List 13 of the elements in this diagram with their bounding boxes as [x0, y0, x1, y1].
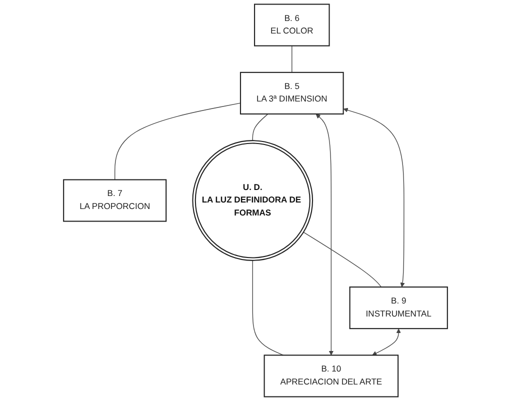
connector	[114, 102, 241, 180]
connector	[252, 114, 268, 141]
node-circle: U. D. LA LUZ DEFINIDORA DE FORMAS	[192, 140, 314, 261]
node-box: B. 5 LA 3ª DIMENSION	[240, 72, 344, 114]
arrow	[316, 114, 334, 356]
connector	[252, 260, 284, 356]
node-box: B. 10 APRECIACION DEL ARTE	[264, 354, 399, 398]
connector	[303, 232, 382, 288]
node-box: B. 7 LA PROPORCION	[63, 179, 167, 222]
arrow	[343, 108, 405, 288]
node-box: B. 9 INSTRUMENTAL	[349, 286, 448, 330]
arrow	[372, 328, 401, 356]
node-box: B. 6 EL COLOR	[254, 4, 330, 46]
